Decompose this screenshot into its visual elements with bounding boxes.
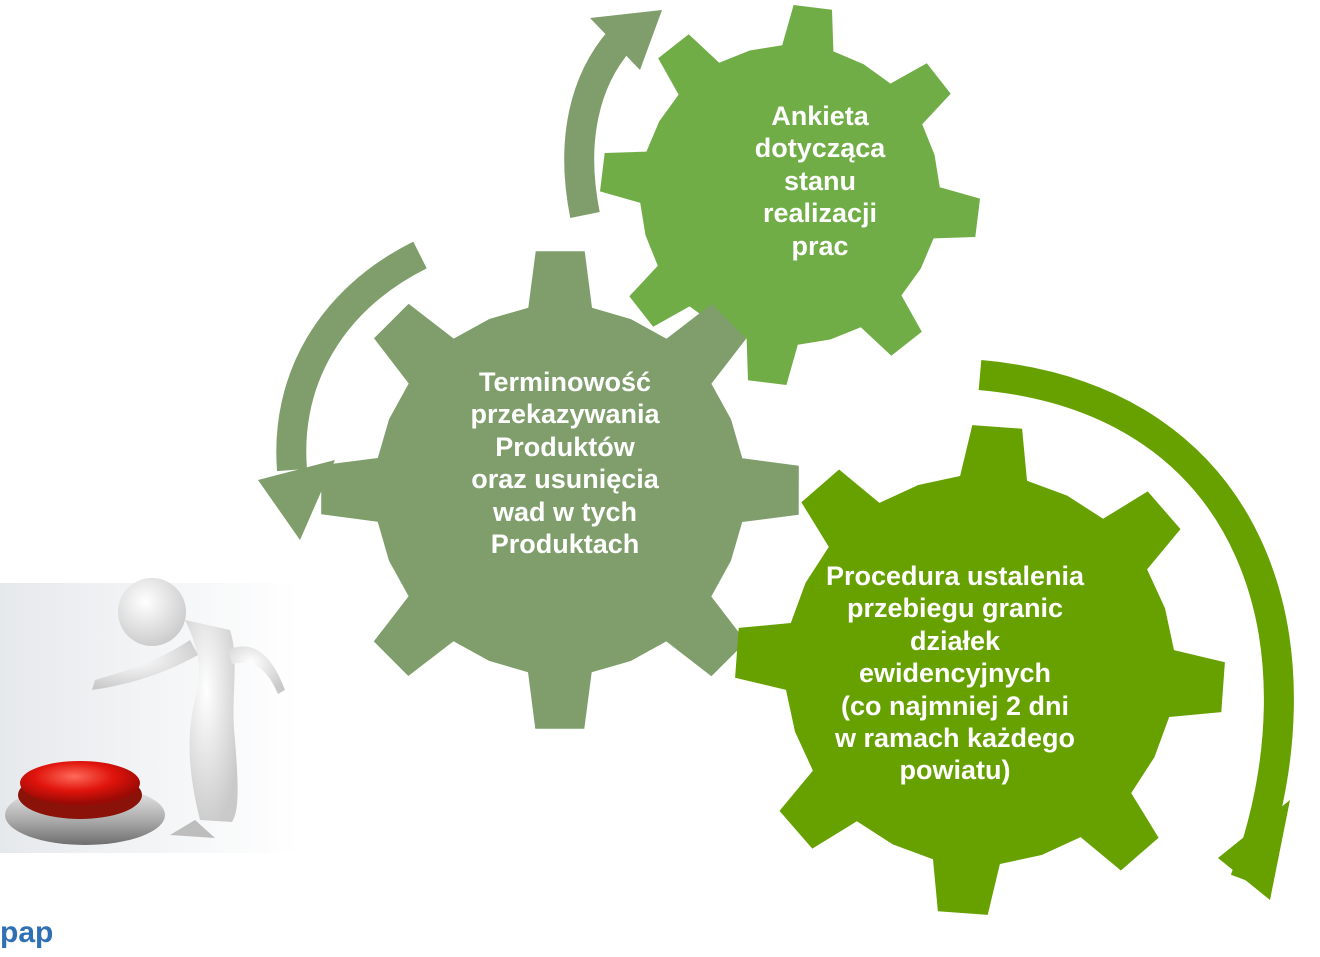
- figure-foot: [170, 820, 215, 838]
- gear-label-timeliness: Terminowość przekazywania Produktów oraz…: [470, 367, 660, 559]
- arrow-to-survey: [564, 30, 632, 218]
- gear-label-procedure: Procedura ustalenia przebiegu granic dzi…: [825, 561, 1085, 786]
- figure-arm-left: [92, 640, 198, 690]
- arrow-to-button-head: [258, 460, 335, 540]
- figure-arm-right: [228, 646, 285, 694]
- figure-body: [185, 620, 238, 822]
- arrow-to-survey-head: [590, 10, 662, 70]
- brand-logo-text: pap: [0, 916, 54, 949]
- red-button-icon: [20, 761, 140, 805]
- arrow-to-button: [276, 241, 427, 472]
- arrow-loop-procedure: [978, 360, 1294, 886]
- gear-procedure: [735, 425, 1225, 915]
- figure-head: [118, 578, 186, 646]
- gear-survey: [600, 5, 980, 385]
- arrow-loop-procedure-head: [1218, 800, 1290, 900]
- figure-pressing-button-illustration: [5, 578, 285, 845]
- gear-timeliness: [321, 251, 799, 729]
- gear-label-survey: Ankieta dotycząca stanu realizacji prac: [754, 101, 886, 261]
